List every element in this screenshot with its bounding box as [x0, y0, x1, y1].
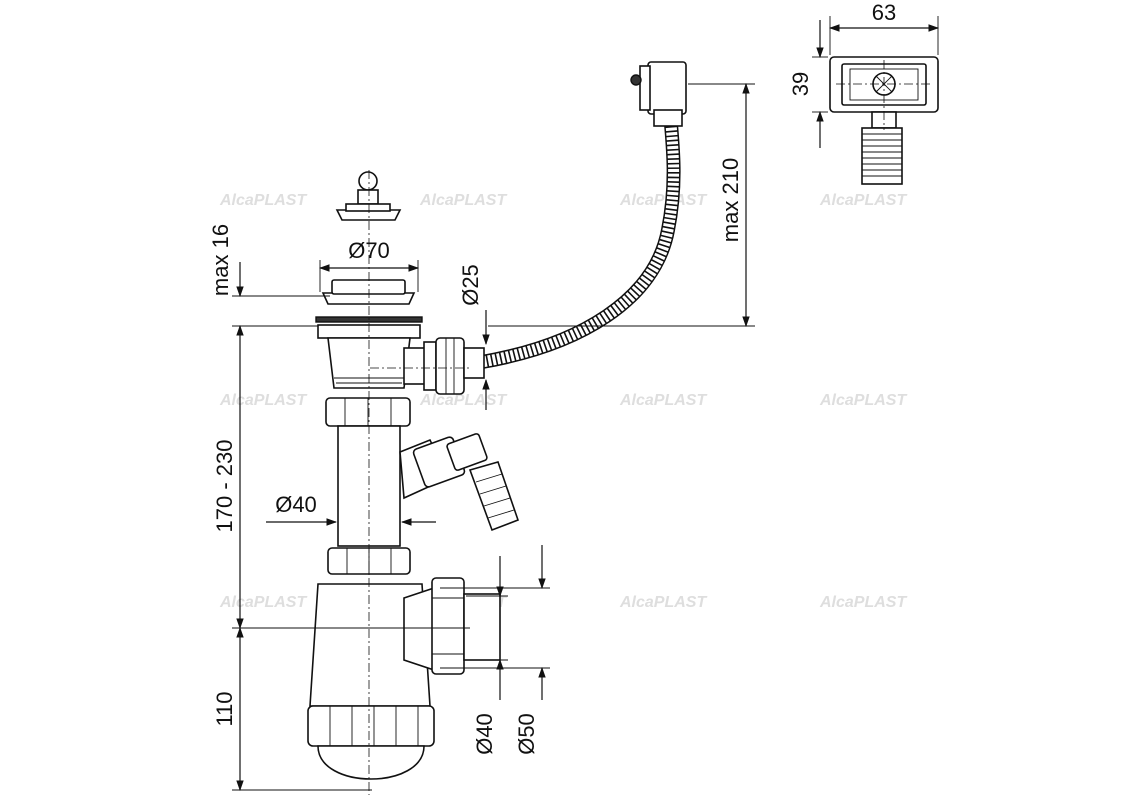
dim-trap-height: 110 [212, 691, 237, 726]
dim-overflow-width: 63 [872, 0, 896, 25]
watermark: AlcaPLAST [819, 392, 907, 409]
watermark: AlcaPLAST [419, 392, 507, 409]
dim-strainer-height: max 16 [208, 224, 233, 296]
dim-strainer-diameter: Ø70 [348, 238, 390, 263]
siphon-body [307, 171, 520, 780]
center-axes [368, 60, 932, 795]
watermark: AlcaPLAST [419, 192, 507, 209]
overflow-head-front-view [829, 56, 939, 185]
dim-overflow-diameter: Ø25 [458, 264, 483, 306]
watermark: AlcaPLAST [819, 594, 907, 611]
dimension-labels: 63 39 max 210 max 16 Ø70 Ø25 170 - 230 Ø… [208, 0, 896, 755]
overflow-hose [475, 105, 681, 369]
dim-inlet-height: 170 - 230 [212, 440, 237, 533]
overflow-head-side-view [630, 61, 687, 127]
dim-hose-length: max 210 [718, 158, 743, 242]
dim-pipe-diameter: Ø40 [275, 492, 317, 517]
dim-outlet-outer-diameter: Ø50 [514, 713, 539, 755]
watermark: AlcaPLAST [219, 392, 307, 409]
watermark: AlcaPLAST [619, 192, 707, 209]
dim-outlet-inner-diameter: Ø40 [472, 713, 497, 755]
watermark: AlcaPLAST [619, 392, 707, 409]
dim-overflow-height: 39 [788, 72, 813, 96]
watermark: AlcaPLAST [219, 192, 307, 209]
watermark: AlcaPLAST [819, 192, 907, 209]
watermarks: AlcaPLAST AlcaPLAST AlcaPLAST AlcaPLAST … [219, 192, 907, 611]
watermark: AlcaPLAST [619, 594, 707, 611]
dimension-lines [232, 16, 940, 792]
watermark: AlcaPLAST [219, 594, 307, 611]
